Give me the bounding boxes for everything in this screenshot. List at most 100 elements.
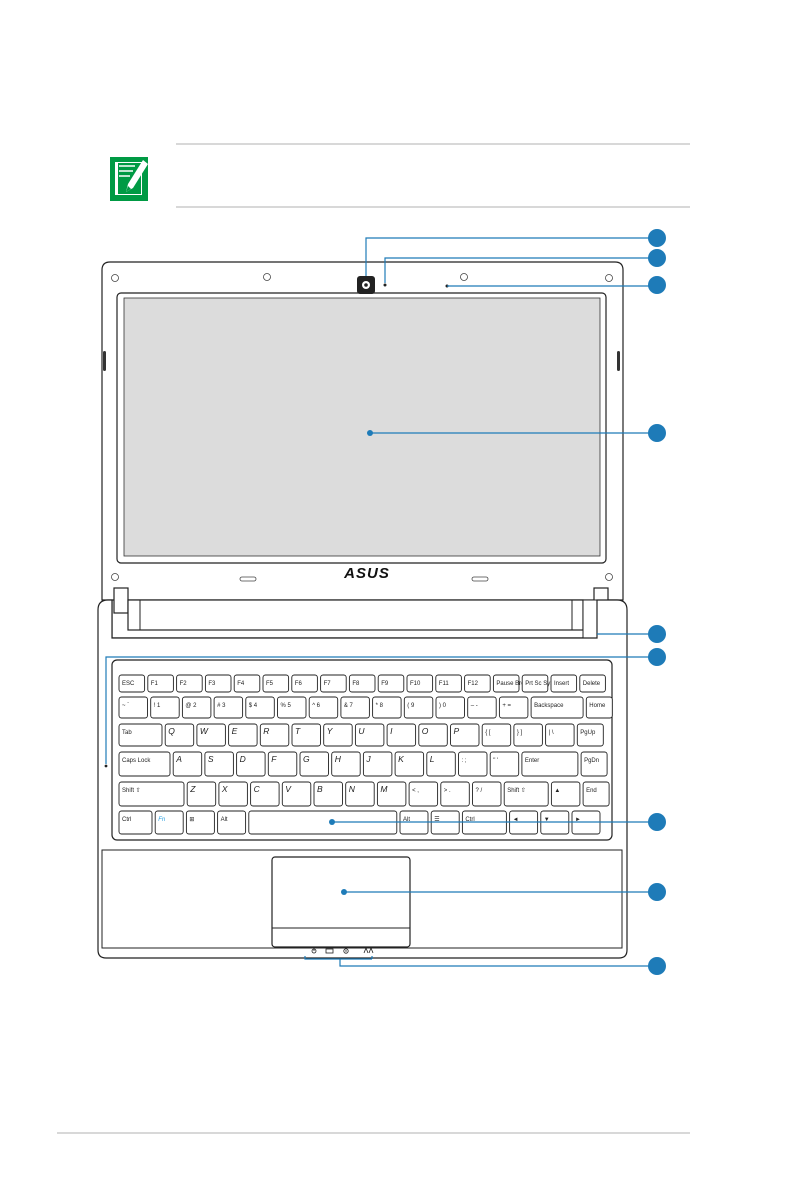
keyboard-key: – - — [467, 696, 497, 719]
keyboard-key: & 7 — [340, 696, 370, 719]
keyboard-key-label: " ' — [493, 758, 498, 764]
keyboard-key: } ] — [513, 723, 543, 747]
keyboard-key: End — [582, 781, 610, 807]
keyboard-key: F9 — [377, 674, 405, 693]
keyboard-key-label: Prt Sc SysRq — [525, 681, 561, 687]
keyboard-key: U — [354, 723, 385, 747]
keyboard-key-label: PgUp — [580, 730, 596, 736]
rubber-foot — [471, 576, 489, 582]
keyboard-key-label: ▲ — [554, 788, 560, 794]
callout-marker — [648, 229, 666, 247]
keyboard-key: J — [362, 751, 393, 777]
keyboard-key: Shift ⇧ — [503, 781, 549, 807]
note-pencil-icon — [110, 157, 148, 201]
keyboard-key: ) 0 — [435, 696, 465, 719]
callout-marker — [648, 648, 666, 666]
keyboard-key: C — [250, 781, 280, 807]
callout-marker — [648, 957, 666, 975]
keyboard-key: ⊞ — [185, 810, 215, 835]
keyboard-key-label: & 7 — [344, 703, 354, 709]
keyboard-key-label: F5 — [266, 681, 274, 687]
keyboard-key: D — [236, 751, 266, 777]
keyboard-key: F10 — [406, 674, 434, 693]
keyboard-key-label: X — [221, 784, 228, 794]
keyboard-key-label: Enter — [525, 758, 539, 764]
keyboard-key: X — [218, 781, 248, 807]
keyboard-key: ^ 6 — [308, 696, 339, 719]
keyboard-key: : ; — [458, 751, 488, 777]
screw — [460, 273, 468, 281]
battery-indicator-icon — [325, 948, 334, 954]
callout-markers — [648, 229, 666, 975]
keyboard-key-label: Ctrl — [465, 817, 474, 823]
screw — [605, 573, 613, 581]
keyboard-key-label: Tab — [122, 730, 132, 736]
keyboard-key: G — [299, 751, 329, 777]
keyboard-key-label: I — [390, 726, 393, 736]
keyboard-key-label: K — [398, 754, 404, 764]
keyboard-key: @ 2 — [181, 696, 212, 719]
keyboard-key-label: { [ — [485, 730, 491, 736]
keyboard-key-label: End — [586, 788, 597, 794]
power-switch — [582, 599, 598, 639]
display-panel — [123, 297, 601, 557]
keyboard-key: F5 — [262, 674, 290, 693]
keyboard-key: A — [172, 751, 203, 777]
keyboard-key: Enter — [521, 751, 579, 777]
keyboard-key-label: > . — [444, 788, 451, 794]
keyboard-key-label: ☰ — [434, 816, 439, 823]
keyboard-key-label: | \ — [549, 730, 554, 736]
keyboard-key-label: D — [240, 754, 246, 764]
keyboard-key: Y — [323, 723, 353, 747]
keyboard-key-label: F9 — [381, 681, 389, 687]
keyboard-key: Pause Break — [492, 674, 532, 693]
keyboard-key: F8 — [348, 674, 376, 693]
callout-lines — [105, 237, 656, 967]
keyboard-key-label: P — [454, 726, 460, 736]
keyboard-key: ! 1 — [150, 696, 180, 719]
screw — [111, 274, 119, 282]
keyboard-key: W — [196, 723, 226, 747]
keyboard-key: T — [291, 723, 321, 747]
keyboard-key: Insert — [550, 674, 578, 693]
keyboard-key: F4 — [233, 674, 261, 693]
keyboard-key: M — [376, 781, 407, 807]
keyboard-key-label: Pause Break — [496, 681, 531, 687]
keyboard-key: * 8 — [372, 696, 402, 719]
callout-marker — [648, 276, 666, 294]
keyboard-key: S — [204, 751, 234, 777]
keyboard-key-label: W — [200, 726, 209, 736]
keyboard-key: F11 — [435, 674, 462, 693]
keyboard-key: F3 — [204, 674, 232, 693]
asus-logo: ASUS — [343, 565, 390, 582]
keyboard-key: Delete — [579, 674, 606, 693]
screw — [111, 573, 119, 581]
keyboard-key: Shift ⇧ — [118, 781, 185, 807]
keyboard-key: < , — [408, 781, 439, 807]
callout-marker — [648, 813, 666, 831]
keyboard-key: # 3 — [213, 696, 244, 719]
keyboard-key-label: A — [175, 754, 182, 764]
keyboard-key-label: Delete — [583, 681, 601, 687]
keyboard-key-label: Ctrl — [122, 817, 131, 823]
keyboard-key-label: + = — [502, 703, 511, 709]
keyboard-key-label: # 3 — [217, 703, 226, 709]
keyboard-key: Ctrl — [118, 810, 153, 835]
camera — [357, 276, 375, 294]
keyboard-key: ? / — [472, 781, 502, 807]
keyboard-key-label: ► — [575, 817, 581, 823]
keyboard-key: P — [450, 723, 480, 747]
keyboard-key: E — [228, 723, 258, 747]
keyboard-key-label: F6 — [295, 681, 303, 687]
keyboard-key: > . — [440, 781, 470, 807]
keyboard-key: " ' — [489, 751, 520, 777]
keyboard-key-label: F2 — [180, 681, 188, 687]
keyboard-key-label: Alt — [221, 817, 228, 823]
keyboard-key-label: Q — [168, 726, 175, 736]
keyboard-key-label: ^ 6 — [312, 703, 320, 709]
keyboard-key-label: ▼ — [544, 817, 550, 823]
lid-latch-right — [617, 351, 620, 371]
status-indicators — [311, 946, 374, 954]
keyboard-key-label: ( 9 — [407, 703, 415, 709]
